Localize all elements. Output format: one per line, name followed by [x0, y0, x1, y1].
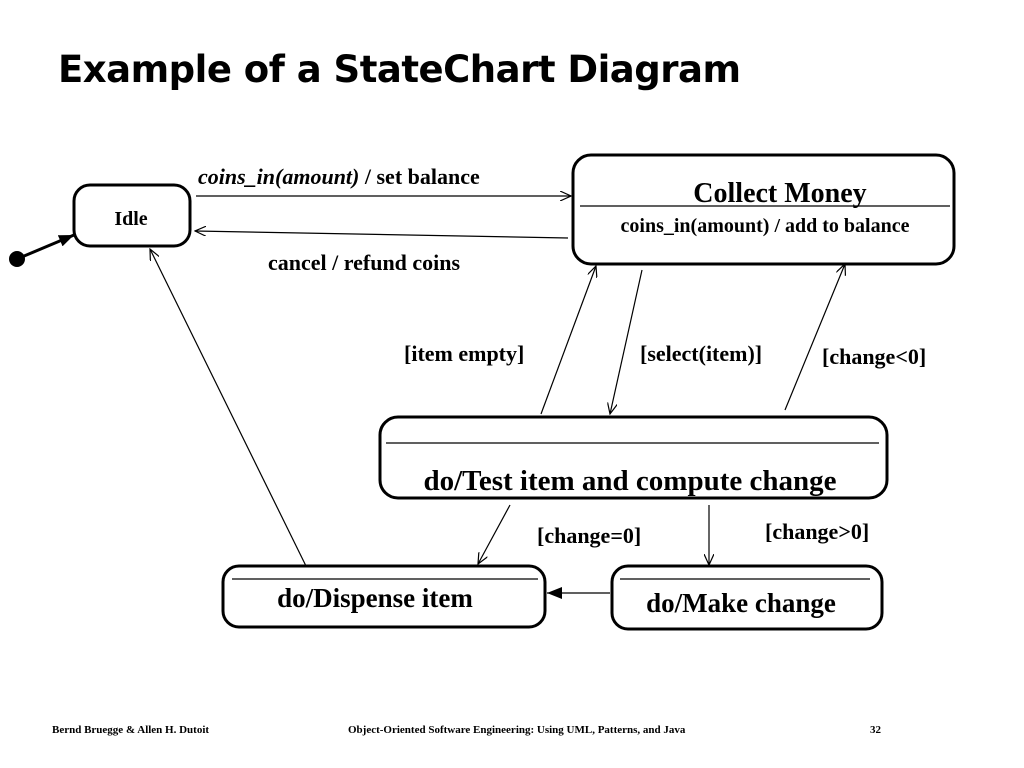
transition-select-item: [610, 269, 643, 414]
state-dispense-item[interactable]: do/Dispense item: [221, 564, 547, 629]
label-change-eq0: [change=0]: [537, 523, 641, 548]
transition-collect-to-idle: [195, 231, 569, 239]
label-item-empty: [item empty]: [404, 341, 524, 366]
state-make-change-activity: do/Make change: [646, 588, 836, 618]
state-collect-money[interactable]: Collect Money coins_in(amount) / add to …: [571, 153, 956, 266]
state-collect-money-name: Collect Money: [693, 178, 866, 209]
transition-change-eq0: [478, 504, 511, 564]
state-idle-name: Idle: [114, 208, 147, 230]
state-idle[interactable]: Idle: [72, 183, 192, 248]
label-idle-to-collect: coins_in(amount) / set balance: [198, 164, 480, 189]
label-idle-to-collect-action: / set balance: [359, 164, 480, 189]
state-make-change[interactable]: do/Make change: [610, 564, 884, 631]
footer-book-title: Object-Oriented Software Engineering: Us…: [348, 724, 686, 736]
initial-state: [9, 233, 75, 267]
footer-page-number: 32: [870, 724, 881, 736]
label-change-gt0: [change>0]: [765, 519, 869, 544]
state-dispense-activity: do/Dispense item: [277, 583, 473, 613]
label-collect-to-idle: cancel / refund coins: [268, 250, 461, 275]
initial-transition-arrow: [16, 233, 75, 261]
transition-dispense-to-idle: [150, 249, 307, 567]
label-change-lt0: [change<0]: [822, 344, 926, 369]
transition-change-lt0: [784, 264, 845, 411]
state-collect-money-internal: coins_in(amount) / add to balance: [621, 215, 910, 237]
state-test-item-activity: do/Test item and compute change: [424, 465, 837, 497]
slide-title: Example of a StateChart Diagram: [58, 48, 741, 91]
label-select-item: [select(item)]: [640, 341, 762, 366]
footer-authors: Bernd Bruegge & Allen H. Dutoit: [52, 724, 210, 736]
label-idle-to-collect-event: coins_in(amount): [198, 164, 359, 189]
state-test-item[interactable]: do/Test item and compute change: [378, 415, 889, 500]
transition-item-empty: [540, 266, 596, 415]
